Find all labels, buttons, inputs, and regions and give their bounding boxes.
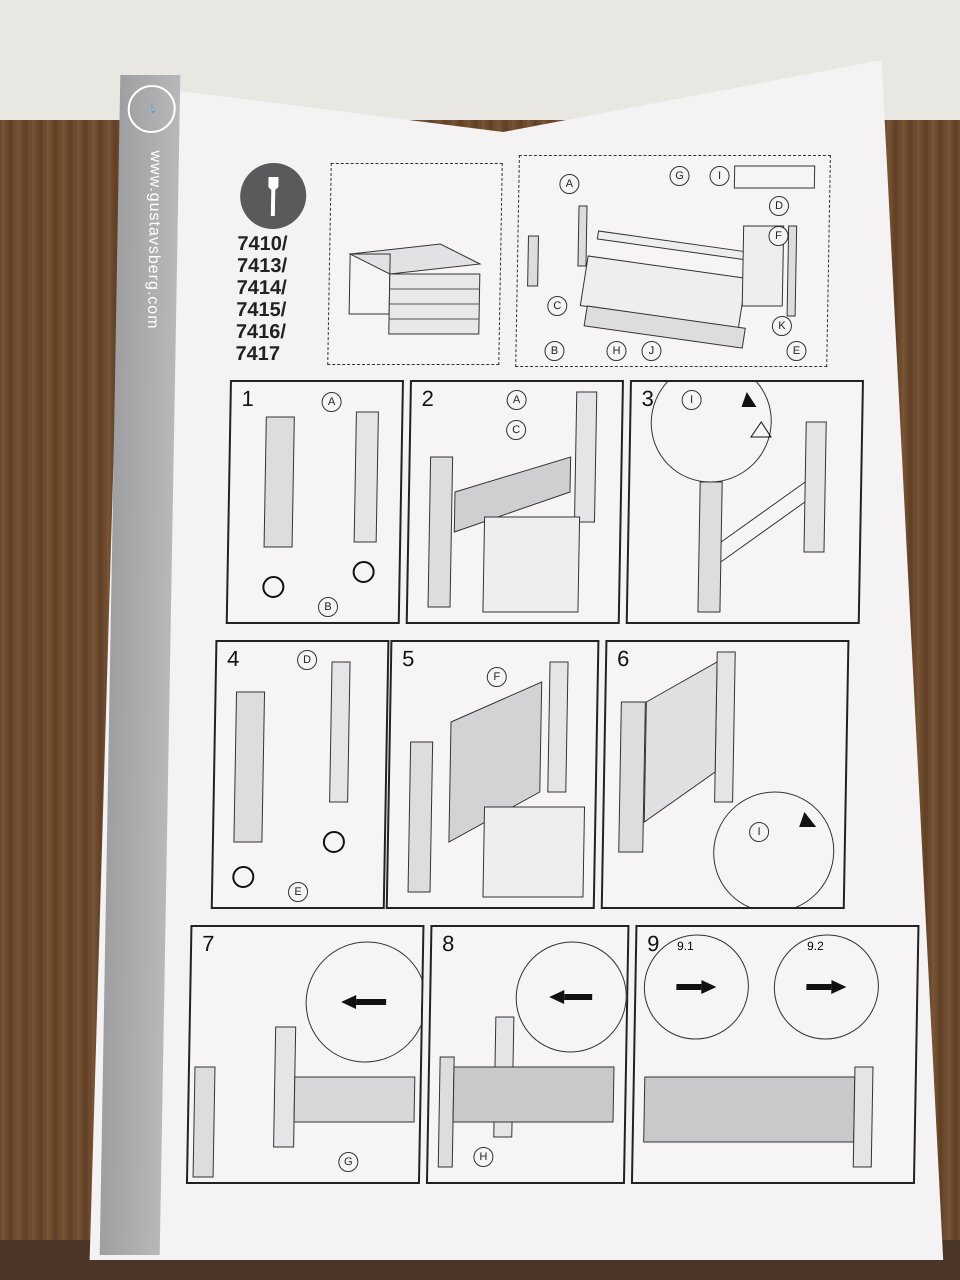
step-8-box: 8 H — [425, 925, 630, 1184]
step-5-box: 5 F — [385, 640, 600, 909]
wrench-icon — [239, 163, 307, 229]
overview-box — [327, 163, 503, 365]
step-2-box: 2 A C — [405, 380, 624, 624]
website-url: www.gustavsberg.com — [143, 150, 164, 330]
instruction-sheet: ⚓ www.gustavsberg.com 7410/ 7413/ 7414/ … — [99, 75, 960, 1255]
step-4-box: 4 D E — [210, 640, 390, 909]
step-9-box: 9 9.1 9.2 — [630, 925, 920, 1184]
model-number: 7415/ — [236, 299, 287, 321]
step-6-box: 6 I — [600, 640, 850, 909]
parts-box: A B C D E F G H I J K — [515, 155, 831, 367]
model-number: 7417 — [235, 343, 281, 365]
step-7-box: 7 G — [185, 925, 425, 1184]
model-number: 7416/ — [235, 321, 287, 343]
substep-9-2: 9.2 — [806, 939, 824, 953]
substep-9-1: 9.1 — [676, 939, 694, 953]
model-number: 7413/ — [236, 255, 288, 277]
step-3-box: 3 I — [625, 380, 864, 624]
model-numbers: 7410/ 7413/ 7414/ 7415/ 7416/ 7417 — [235, 233, 287, 365]
model-number: 7414/ — [236, 277, 287, 299]
step-1-box: 1 A B — [225, 380, 404, 624]
model-number: 7410/ — [237, 233, 288, 255]
